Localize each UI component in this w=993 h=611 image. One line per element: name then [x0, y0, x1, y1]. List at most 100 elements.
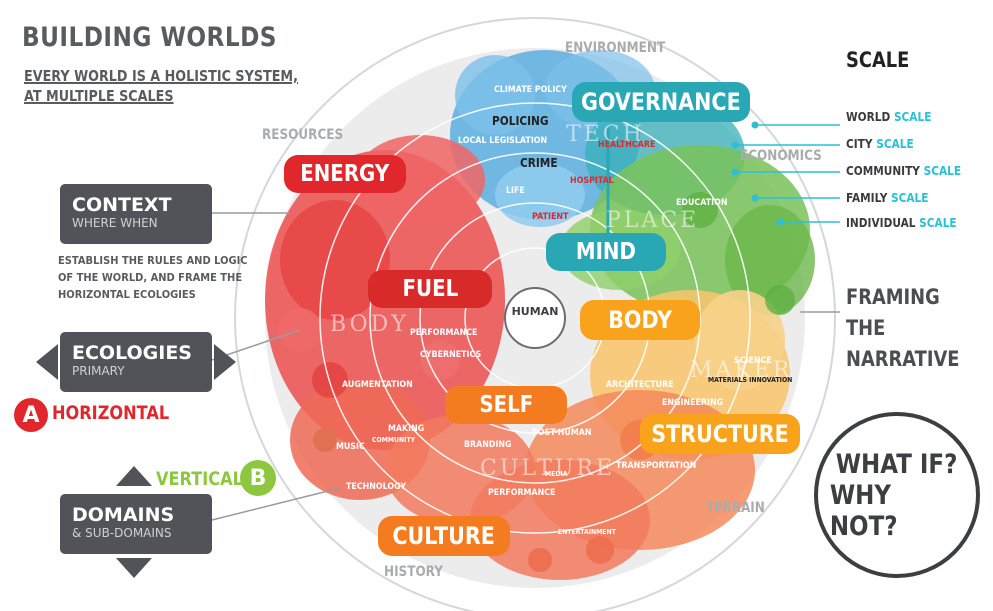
scale-row-individual: INDIVIDUAL SCALE — [846, 216, 957, 230]
label-healthcare: HEALTHCARE — [598, 140, 656, 150]
context-heading: CONTEXT — [72, 194, 172, 216]
ecologies-box: ECOLOGIES PRIMARY — [60, 332, 212, 392]
scale-dot — [731, 141, 739, 149]
node-culture[interactable]: CULTURE — [378, 516, 510, 556]
label-branding: BRANDING — [464, 440, 512, 450]
bubble — [313, 428, 337, 452]
framing-line-1: FRAMING THE — [846, 285, 940, 340]
right-arrow-icon — [214, 344, 236, 380]
node-energy[interactable]: ENERGY — [284, 155, 406, 193]
blob — [495, 163, 585, 227]
label-performance: PERFORMANCE — [410, 328, 478, 338]
label-engineering: ENGINEERING — [662, 398, 724, 408]
label-science: SCIENCE — [734, 356, 772, 366]
ring-label-economics: ECONOMICS — [740, 148, 822, 164]
node-fuel[interactable]: FUEL — [368, 270, 492, 308]
vertical-label: VERTICAL — [156, 468, 243, 490]
ring-label-environment: ENVIRONMENT — [565, 40, 666, 56]
domains-heading: DOMAINS — [72, 504, 175, 526]
ring-label-history: HISTORY — [384, 564, 444, 580]
scale-name: WORLD — [846, 110, 891, 124]
label-life: LIFE — [506, 186, 525, 196]
context-box: CONTEXT WHERE WHEN — [60, 184, 212, 244]
label-making: MAKING — [388, 424, 425, 434]
label-music: MUSIC — [336, 442, 365, 452]
node-label: STRUCTURE — [651, 420, 789, 448]
node-label: FUEL — [402, 276, 458, 302]
blob — [695, 290, 785, 390]
node-label: ENERGY — [300, 161, 390, 187]
subtitle-line-2: AT MULTIPLE SCALES — [24, 87, 174, 105]
ring-label-terrain: TERRAIN — [706, 500, 765, 516]
bubble — [528, 548, 552, 572]
label-community: COMMUNITY — [372, 436, 416, 444]
ghost-label-body: BODY — [330, 312, 409, 337]
ghost-label-tech: TECH — [566, 122, 645, 147]
context-text-line: OF THE WORLD, AND FRAME THE — [58, 271, 243, 284]
label-technology: TECHNOLOGY — [346, 482, 407, 492]
bubble — [682, 192, 718, 228]
label-policing: POLICING — [492, 114, 549, 128]
label-post-human: POST-HUMAN — [532, 428, 592, 438]
horizontal-label: HORIZONTAL — [52, 402, 170, 424]
context-text-line: ESTABLISH THE RULES AND LOGIC — [58, 254, 248, 267]
ring-city — [369, 152, 701, 484]
badge-b: B — [240, 460, 276, 496]
label-entertainment: ENTERTAINMENT — [558, 528, 616, 536]
scale-row-family: FAMILY SCALE — [846, 191, 929, 205]
scale-suffix: SCALE — [923, 164, 962, 178]
scale-row-world: WORLD SCALE — [846, 110, 931, 124]
scale-name: INDIVIDUAL — [846, 216, 916, 230]
ring-world — [319, 102, 751, 534]
blob — [455, 55, 535, 135]
domains-sub: & SUB-DOMAINS — [72, 526, 172, 540]
node-structure[interactable]: STRUCTURE — [640, 414, 800, 454]
ghost-label-maker: MAKER — [690, 358, 793, 383]
label-transportation: TRANSPORTATION — [616, 461, 697, 471]
badge-a: A — [14, 398, 48, 432]
node-human[interactable]: HUMAN — [511, 305, 559, 318]
node-label: MIND — [575, 239, 637, 265]
page-title: BUILDING WORLDS — [22, 22, 277, 53]
label-cybernetics: CYBERNETICS — [420, 350, 482, 360]
scale-title: SCALE — [846, 48, 910, 72]
label-media: MEDIA — [545, 470, 568, 478]
label-performance-2: PERFORMANCE — [488, 488, 556, 498]
ring-individual — [504, 287, 566, 349]
scale-dot — [776, 218, 784, 226]
label-patient: PATIENT — [532, 212, 569, 222]
scale-dot — [751, 194, 759, 202]
scale-suffix: SCALE — [891, 191, 929, 205]
label-materials: MATERIALS INNOVATION — [708, 376, 793, 384]
framing-text: FRAMING THE NARRATIVE — [846, 282, 971, 375]
subtitle-line-1: EVERY WORLD IS A HOLISTIC SYSTEM, — [24, 67, 298, 85]
node-self[interactable]: SELF — [445, 386, 567, 424]
context-description: ESTABLISH THE RULES AND LOGIC OF THE WOR… — [58, 252, 248, 303]
left-arrow-icon — [36, 344, 58, 380]
node-label: GOVERNANCE — [581, 88, 741, 116]
label-augmentation: AUGMENTATION — [342, 380, 413, 390]
scale-suffix: SCALE — [893, 110, 932, 124]
label-hospital: HOSPITAL — [570, 176, 614, 186]
scale-row-city: CITY SCALE — [846, 137, 914, 151]
ring-label-resources: RESOURCES — [262, 127, 344, 143]
blob — [280, 200, 390, 320]
bubble — [312, 362, 348, 398]
ghost-label-culture: CULTURE — [480, 456, 616, 481]
node-governance[interactable]: GOVERNANCE — [572, 82, 750, 122]
ghost-label-place: PLACE — [606, 208, 700, 233]
node-body[interactable]: BODY — [580, 300, 700, 340]
label-education: EDUCATION — [676, 198, 728, 208]
label-local-legislation: LOCAL LEGISLATION — [458, 136, 548, 146]
connector — [211, 487, 341, 521]
context-text-line: HORIZONTAL ECOLOGIES — [58, 288, 196, 301]
node-mind[interactable]: MIND — [546, 233, 666, 271]
bubble — [586, 536, 614, 564]
scale-suffix: SCALE — [919, 216, 957, 230]
what-if-text: WHAT IF? — [836, 448, 958, 480]
label-climate-policy: CLIMATE POLICY — [494, 85, 567, 95]
ecologies-heading: ECOLOGIES — [72, 342, 192, 364]
scale-row-community: COMMUNITY SCALE — [846, 164, 961, 178]
node-label: SELF — [479, 392, 533, 418]
